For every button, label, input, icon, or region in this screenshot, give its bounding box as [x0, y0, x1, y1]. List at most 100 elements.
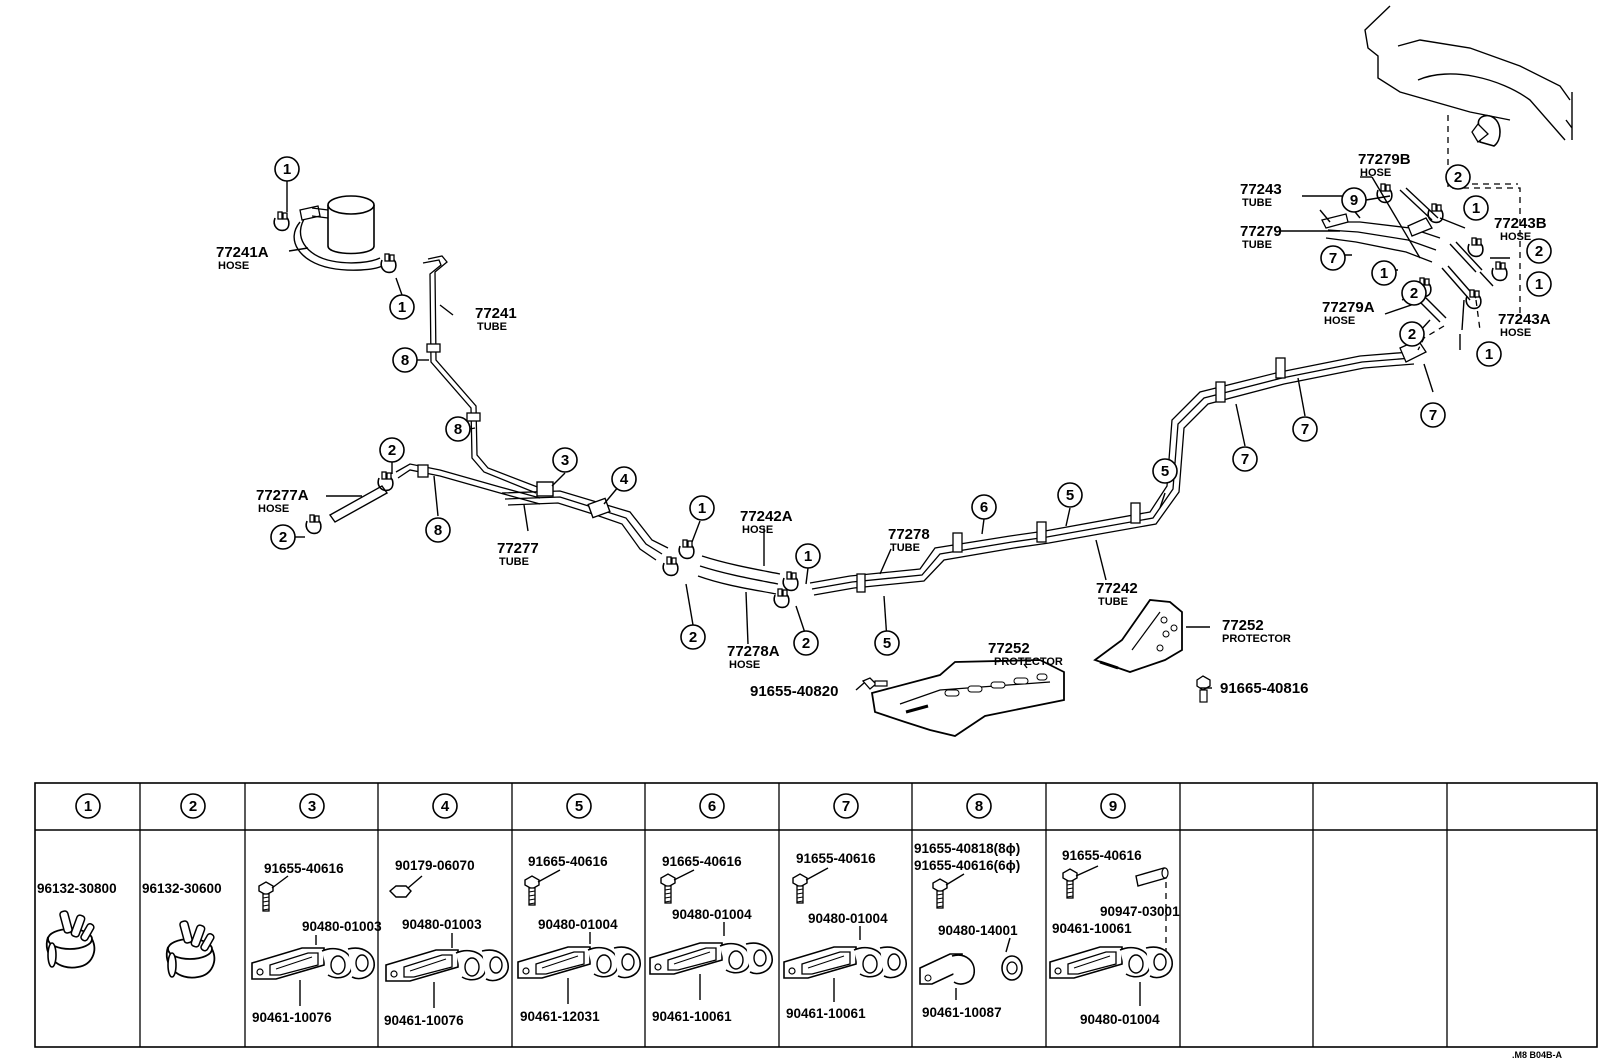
svg-text:HOSE: HOSE [1324, 315, 1355, 327]
svg-text:1: 1 [1535, 276, 1543, 293]
callout-circles [270, 156, 1552, 656]
table-header-6: 6 [708, 798, 716, 815]
pin-icon [1135, 867, 1169, 887]
clamp-5a-drawing [856, 573, 866, 593]
hose-clamp-1b [380, 253, 397, 274]
svg-text:5: 5 [883, 635, 891, 652]
svg-text:2: 2 [1410, 285, 1418, 302]
svg-text:2: 2 [1408, 326, 1416, 343]
svg-text:5: 5 [1161, 463, 1169, 480]
label-77241A: 77241A [216, 244, 269, 261]
tube-clamp-holder-icon [517, 946, 642, 979]
part-labels: 77241A HOSE 77241 TUBE 77277A HOSE 77277… [216, 151, 1551, 700]
svg-text:8: 8 [401, 352, 409, 369]
svg-text:TUBE: TUBE [1242, 239, 1272, 251]
hose-clamp-1a [273, 211, 290, 232]
table-col7-part-0: 91655-40616 [796, 851, 876, 866]
svg-text:2: 2 [388, 442, 396, 459]
label-77252-right: 77252 [1222, 617, 1264, 634]
svg-text:TUBE: TUBE [1098, 596, 1128, 608]
svg-text:1: 1 [1472, 200, 1480, 217]
table-col9-part-1: 90947-03001 [1100, 904, 1180, 919]
hose-clamp-r3 [1467, 237, 1484, 258]
svg-text:2: 2 [1454, 169, 1462, 186]
tube-77277-drawing [395, 463, 541, 505]
svg-text:4: 4 [620, 471, 629, 488]
svg-text:TUBE: TUBE [1242, 197, 1272, 209]
small-clamp-icon [919, 953, 1023, 985]
svg-text:9: 9 [1350, 192, 1358, 209]
svg-text:1: 1 [283, 161, 291, 178]
label-91665-40816: 91665-40816 [1220, 680, 1308, 697]
drawing-code: .M8 B04B-A [1512, 1050, 1563, 1060]
tube-clamp-holder-icon [1049, 946, 1174, 979]
bolt-icon [258, 881, 274, 912]
table-col5-part-0: 91665-40616 [528, 854, 608, 869]
label-77279: 77279 [1240, 223, 1282, 240]
svg-text:2: 2 [1535, 243, 1543, 260]
label-77242A: 77242A [740, 508, 793, 525]
canister-drawing [311, 195, 375, 255]
tube-clamp-holder-icon [649, 942, 774, 975]
hose-77277A-drawing [328, 485, 389, 523]
svg-text:HOSE: HOSE [1500, 327, 1531, 339]
table-col8-part-2: 90480-14001 [938, 923, 1018, 938]
table-col3-part-1: 90480-01003 [302, 919, 382, 934]
label-77241: 77241 [475, 305, 517, 322]
tube-77241-drawing [422, 255, 541, 494]
label-77279A: 77279A [1322, 299, 1375, 316]
hose-clamp-2b [305, 514, 322, 535]
svg-text:HOSE: HOSE [729, 659, 760, 671]
svg-text:2: 2 [689, 629, 697, 646]
hose-clamp-1c [678, 539, 695, 560]
table-col5-part-2: 90461-12031 [520, 1009, 600, 1024]
label-77277: 77277 [497, 540, 539, 557]
svg-text:HOSE: HOSE [258, 503, 289, 515]
table-col9-part-2: 90461-10061 [1052, 921, 1132, 936]
svg-text:PROTECTOR: PROTECTOR [1222, 633, 1291, 645]
svg-text:7: 7 [1241, 451, 1249, 468]
hose-77242A-drawing [697, 555, 781, 595]
table-col2-part-0: 96132-30600 [142, 881, 222, 896]
bolt-icon [932, 878, 948, 909]
table-col7-part-1: 90480-01004 [808, 911, 888, 926]
label-77242: 77242 [1096, 580, 1138, 597]
callout-numbers: 1 1 8 8 2 2 8 3 4 1 2 1 2 5 6 5 5 7 7 7 … [279, 161, 1543, 652]
svg-text:TUBE: TUBE [890, 542, 920, 554]
hose-clamp-icon [45, 909, 96, 969]
hose-clamp-1d [782, 571, 799, 592]
svg-text:2: 2 [802, 635, 810, 652]
label-77278: 77278 [888, 526, 930, 543]
svg-text:3: 3 [561, 452, 569, 469]
label-77243: 77243 [1240, 181, 1282, 198]
svg-text:TUBE: TUBE [477, 321, 507, 333]
table-col8-part-0: 91655-40818(8ϕ) [914, 841, 1020, 856]
table-col6-part-0: 91665-40616 [662, 854, 742, 869]
bolt-91655-40820-drawing [861, 677, 888, 690]
table-col6-part-2: 90461-10061 [652, 1009, 732, 1024]
bolt-icon [1062, 868, 1078, 899]
table-col5-part-1: 90480-01004 [538, 917, 618, 932]
clamp-7a-drawing [1215, 381, 1226, 403]
svg-text:8: 8 [454, 421, 462, 438]
svg-text:1: 1 [398, 299, 406, 316]
svg-text:HOSE: HOSE [1500, 231, 1531, 243]
table-header-5: 5 [575, 798, 583, 815]
table-header-9: 9 [1109, 798, 1117, 815]
table-col1-part-0: 96132-30800 [37, 881, 117, 896]
hose-clamp-small-icon [165, 919, 216, 979]
fuel-tank-corner-drawing [1364, 5, 1573, 320]
label-77277A: 77277A [256, 487, 309, 504]
svg-text:PROTECTOR: PROTECTOR [994, 656, 1063, 668]
svg-text:8: 8 [434, 522, 442, 539]
svg-text:HOSE: HOSE [742, 524, 773, 536]
bolt-91665-40816-drawing [1196, 675, 1211, 703]
label-77278A: 77278A [727, 643, 780, 660]
label-77243B: 77243B [1494, 215, 1547, 232]
hose-77241A-drawing [293, 205, 383, 271]
label-77279B: 77279B [1358, 151, 1411, 168]
bolt-icon [792, 873, 808, 904]
hose-clamp-r4 [1491, 261, 1508, 282]
bolt-icon [660, 873, 676, 904]
clamp-5c-drawing [1130, 502, 1141, 524]
